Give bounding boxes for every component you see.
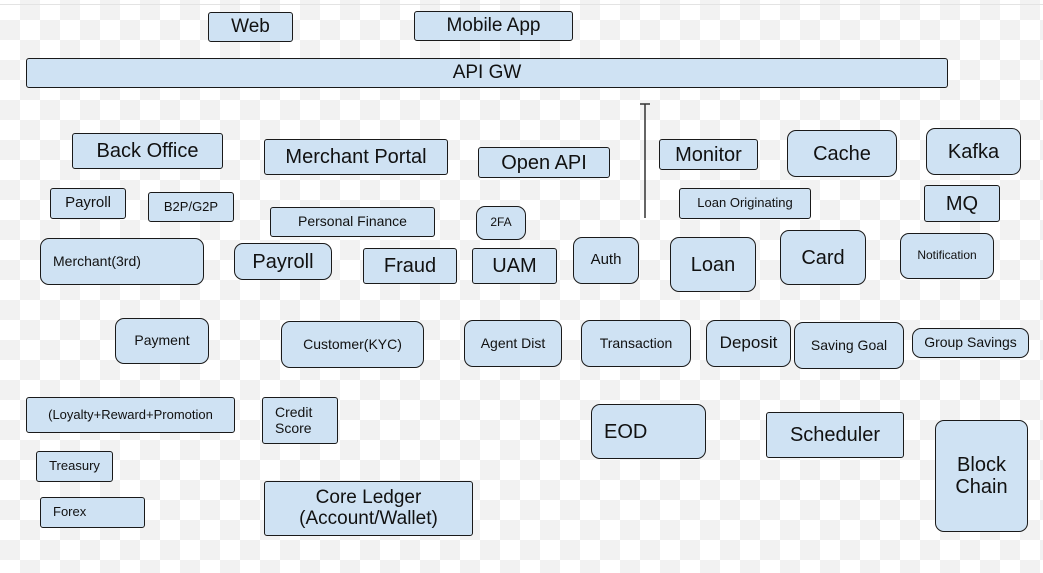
group-savings-box[interactable]: Group Savings — [912, 328, 1029, 358]
cache-box[interactable]: Cache — [787, 130, 897, 177]
treasury-box[interactable]: Treasury — [36, 451, 113, 482]
saving-goal-box[interactable]: Saving Goal — [794, 322, 904, 369]
personal-finance-box[interactable]: Personal Finance — [270, 207, 435, 237]
core-ledger-box[interactable]: Core Ledger (Account/Wallet) — [264, 481, 473, 536]
mq-box[interactable]: MQ — [924, 185, 1000, 222]
auth-box[interactable]: Auth — [573, 237, 639, 284]
forex-box[interactable]: Forex — [40, 497, 145, 528]
back-office-box[interactable]: Back Office — [72, 133, 223, 169]
b2p-g2p-box[interactable]: B2P/G2P — [148, 192, 234, 222]
scheduler-box[interactable]: Scheduler — [766, 412, 904, 458]
canvas-top-rule — [0, 4, 1043, 5]
card-box[interactable]: Card — [780, 230, 866, 285]
uam-box[interactable]: UAM — [472, 248, 557, 284]
merchant-3rd-box[interactable]: Merchant(3rd) — [40, 238, 204, 285]
loan-originating-box[interactable]: Loan Originating — [679, 188, 811, 219]
loyalty-box[interactable]: (Loyalty+Reward+Promotion — [26, 397, 235, 433]
credit-score-box[interactable]: Credit Score — [262, 397, 338, 444]
mobile-app-box[interactable]: Mobile App — [414, 11, 573, 41]
transaction-box[interactable]: Transaction — [581, 320, 691, 367]
fraud-box[interactable]: Fraud — [363, 248, 457, 284]
payroll-small-box[interactable]: Payroll — [50, 188, 126, 219]
eod-box[interactable]: EOD — [591, 404, 706, 459]
agent-dist-box[interactable]: Agent Dist — [464, 320, 562, 367]
payroll-box[interactable]: Payroll — [234, 243, 332, 280]
connector-line — [640, 103, 650, 218]
deposit-box[interactable]: Deposit — [706, 320, 791, 367]
kafka-box[interactable]: Kafka — [926, 128, 1021, 175]
open-api-box[interactable]: Open API — [478, 147, 610, 178]
customer-kyc-box[interactable]: Customer(KYC) — [281, 321, 424, 368]
merchant-portal-box[interactable]: Merchant Portal — [264, 139, 448, 175]
api-gw-box[interactable]: API GW — [26, 58, 948, 88]
block-chain-box[interactable]: Block Chain — [935, 420, 1028, 532]
notification-box[interactable]: Notification — [900, 233, 994, 279]
monitor-box[interactable]: Monitor — [659, 139, 758, 170]
two-fa-box[interactable]: 2FA — [476, 206, 526, 240]
payment-box[interactable]: Payment — [115, 318, 209, 364]
loan-box[interactable]: Loan — [670, 237, 756, 292]
web-box[interactable]: Web — [208, 12, 293, 42]
